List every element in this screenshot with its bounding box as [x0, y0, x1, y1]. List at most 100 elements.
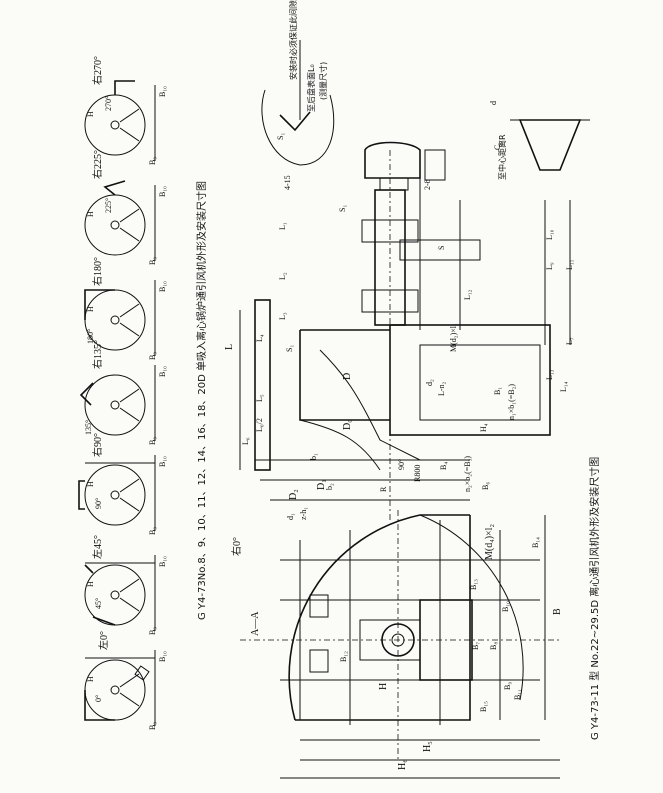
rotation-views: 左0° 0° H B₁₀ B₉ 左45° 45° H B₁₀ B₉ 右90° 9…	[78, 56, 167, 730]
view-225-b9: B₉	[148, 257, 157, 265]
dim-R800: R800	[413, 465, 422, 482]
dim-ang: 90°	[397, 459, 406, 470]
dim-B4: B₄	[439, 462, 448, 470]
dim-holes2: n₂×b₂(=B₃)	[463, 456, 472, 492]
view-180-angle: 180°	[86, 329, 95, 344]
dim-n2: L-n₂	[437, 381, 446, 396]
dim-L13: L₁₃	[545, 369, 554, 380]
view-90: 右90° 90° H B₁₀ B₉	[78, 433, 167, 535]
view-180: 右180° 180° H B₁₀ B₉	[84, 257, 167, 360]
note-c: C	[493, 145, 502, 150]
view-45-b10: B₁₀	[158, 556, 167, 567]
view-180-label: 右180°	[91, 257, 104, 286]
front-view: M(d₄)×l₂ B B₇ B₈ B₉ B₁₀ B₁₁ B₁₂ B₁₃ B₁₄ …	[240, 510, 563, 779]
dim-H4: H₄	[479, 423, 488, 432]
dim-bolt: M(d₂)×l₁	[449, 323, 458, 352]
view-0-h: H	[86, 676, 95, 682]
dim-B6: B₆	[481, 482, 490, 490]
front-B11: B₁₁	[513, 689, 522, 700]
front-B15: B₁₅	[479, 701, 488, 712]
dim-d1: d₁	[286, 513, 295, 520]
view-0-label: 左0°	[97, 631, 110, 650]
view-45-b9: B₉	[148, 627, 157, 635]
dim-L7: L₇	[565, 337, 574, 345]
view-180-b9: B₉	[148, 352, 157, 360]
front-B9: B₉	[503, 682, 512, 690]
dim-L1: L₁	[278, 222, 287, 230]
dim-L: L	[224, 344, 235, 350]
dim-b1: b₁	[309, 453, 318, 460]
dim-4-15: 4-15	[283, 175, 292, 190]
view-135-b9: B₉	[148, 437, 157, 445]
view-90-b10: B₁₀	[158, 456, 167, 467]
center-note: 至中心距离R	[497, 134, 507, 180]
view-270-b10: B₁₀	[158, 86, 167, 97]
view-270-angle: 270°	[104, 96, 113, 111]
dim-L6half: L₆/2	[255, 418, 264, 432]
dim-D2: D₂	[288, 489, 299, 500]
dim-L3: L₃	[278, 312, 287, 320]
front-bolt: M(d₄)×l₂	[484, 524, 495, 560]
view-0-angle: 0°	[94, 695, 103, 702]
view-135-label: 右135°	[91, 340, 104, 369]
view-270-label: 右270°	[91, 56, 104, 85]
dim-D0: D₀	[342, 419, 353, 430]
view-90-angle: 90°	[94, 498, 103, 509]
section-label: A—A	[250, 611, 261, 636]
dim-b2: b₂	[325, 483, 334, 490]
view-180-h: H	[86, 306, 95, 312]
front-B7: B₇	[471, 642, 480, 650]
view-225-h: H	[86, 211, 95, 217]
view-270-h: H	[86, 111, 95, 117]
view-45-label: 左45°	[91, 535, 104, 559]
dim-L2: L₂	[278, 272, 287, 280]
view-0-b9: B₉	[148, 722, 157, 730]
view-225: 右225° 225° H B₁₀ B₉	[84, 150, 167, 265]
detail-views: 安装时必须保证此间隙 至后盘表面L₀ (测量尺寸) S₁ 2-8 至中心距离R …	[261, 0, 590, 190]
install-note: 安装时必须保证此间隙	[288, 0, 298, 80]
front-B12: B₁₂	[339, 651, 348, 662]
front-H: H	[378, 683, 389, 690]
gap-sub: (测量尺寸)	[318, 62, 328, 100]
view-225-angle: 225°	[104, 198, 113, 213]
gap-label: 至后盘表面L₀	[306, 64, 316, 112]
view-90-label: 右90°	[91, 433, 104, 457]
note-ell: 2-8	[423, 179, 432, 190]
view-90-b9: B₉	[148, 527, 157, 535]
dim-L6: L₆	[241, 437, 250, 445]
dim-S1: S₁	[338, 205, 347, 212]
title-upper: G Y4-73No.8、9、10、11、12、14、16、18、20D 单吸入离…	[195, 181, 208, 620]
view-45-h: H	[86, 581, 95, 587]
note-s1: S₁	[276, 133, 285, 140]
front-B10: B₁₀	[501, 601, 510, 612]
dim-L12: L₁₂	[463, 289, 472, 300]
dim-S1b: S₁	[285, 345, 294, 352]
dim-L14: L₁₄	[559, 381, 568, 392]
front-H6: H₆	[397, 759, 408, 770]
front-H5: H₅	[422, 741, 433, 752]
view-0: 左0° 0° H B₁₀ B₉	[84, 631, 167, 730]
view-135: 右135° 135° B₁₀ B₉	[79, 340, 167, 445]
view-135-b10: B₁₀	[158, 366, 167, 377]
dim-L10: L₁₀	[545, 229, 554, 240]
dim-D: D	[342, 373, 353, 380]
front-B14: B₁₄	[531, 537, 540, 548]
view-225-b10: B₁₀	[158, 186, 167, 197]
front-B: B	[552, 608, 563, 615]
view-90-h: H	[86, 481, 95, 487]
front-B8: B₈	[489, 642, 498, 650]
dim-B1: B₁	[493, 387, 502, 395]
dim-L9: L₉	[545, 262, 554, 270]
dim-S: S	[437, 246, 446, 250]
dim-holes: n₁×b₁(=B₂)	[507, 384, 516, 420]
dim-D1: D₁	[316, 479, 327, 490]
note-d: d	[489, 101, 498, 105]
view-135-angle: 135°	[84, 420, 93, 435]
front-B13: B₁₃	[469, 579, 478, 590]
side-view: L L₁ L₂ L₃ L₄ L₅ L₆ L₆/2 L₇ L₉ L₁₀ L₁₁ L…	[224, 141, 574, 520]
view-45-angle: 45°	[94, 598, 103, 609]
view-225-label: 右225°	[91, 150, 104, 179]
view-45: 左45° 45° H B₁₀ B₉	[84, 535, 167, 635]
